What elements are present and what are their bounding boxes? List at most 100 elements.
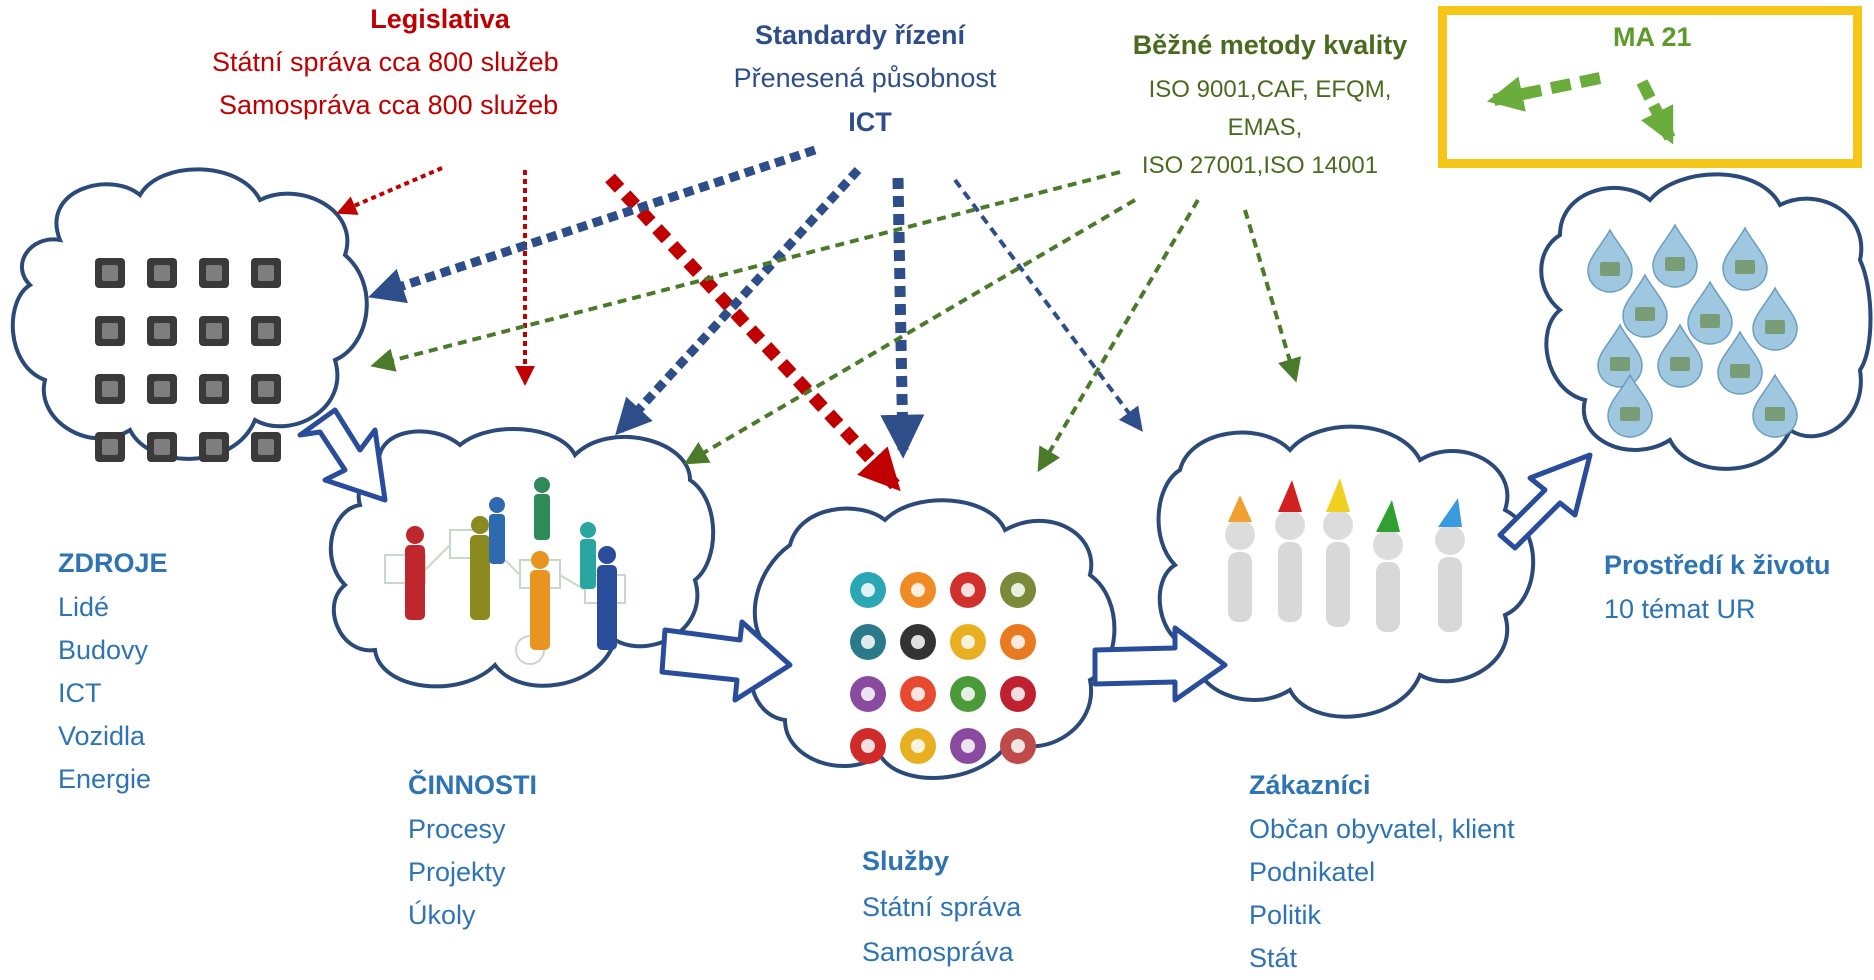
wind-turbine-icon	[850, 676, 886, 712]
zdroje-item: Budovy	[58, 635, 149, 665]
flow-arrows	[297, 407, 1593, 703]
bus-icon	[950, 572, 986, 608]
presentation-icon	[147, 432, 177, 462]
lightbulb-icon	[900, 572, 936, 608]
cinnosti-item: Procesy	[408, 814, 506, 844]
sluzby-title: Služby	[862, 846, 950, 876]
cinnosti-title: ČINNOSTI	[408, 770, 538, 800]
sluzby-item: Samospráva	[862, 937, 1014, 967]
city-drop-icon	[1587, 228, 1633, 293]
zdroje-item: Energie	[58, 764, 152, 794]
manager-icon	[147, 258, 177, 288]
map-drop-icon	[1597, 323, 1643, 388]
growth-chart-icon	[251, 374, 281, 404]
kvalita-arrows	[370, 170, 1302, 473]
standardy-arrows	[368, 145, 1143, 459]
kvalita-line1: ISO 9001,CAF, EFQM,	[1148, 76, 1392, 103]
zakaznici-item: Stát	[1249, 943, 1298, 973]
water-drop-icon	[1622, 273, 1668, 338]
gears-icon	[199, 316, 229, 346]
sluzby-icon-grid	[850, 572, 1036, 764]
kvalita-line3: ISO 27001,ISO 14001	[1141, 152, 1379, 179]
transport-drop-icon	[1607, 373, 1653, 438]
zakaznici-item: Politik	[1249, 900, 1322, 930]
road-drop-icon	[1657, 323, 1703, 388]
hydrant-icon	[1000, 728, 1036, 764]
dancer-4-icon	[1373, 500, 1403, 632]
cloud-zdroje	[10, 167, 369, 461]
dancer-2-icon	[1275, 480, 1305, 622]
ambulance-icon	[850, 728, 886, 764]
fire-icon	[900, 676, 936, 712]
person-blue-icon	[489, 497, 505, 564]
train-icon	[1000, 572, 1036, 608]
flow-arrow-zdroje-cinnosti	[297, 407, 388, 503]
water-tap-icon	[850, 572, 886, 608]
kvalita-line2: EMAS,	[1227, 114, 1303, 141]
zakaznici-dancers-illustration	[1225, 478, 1465, 632]
cinnosti-people-illustration	[384, 477, 626, 665]
flow-arrow-cinnosti-sluzby	[659, 619, 793, 703]
ma21-arrows	[1486, 72, 1676, 145]
chart-monitor-icon	[95, 316, 125, 346]
person-navy-icon	[597, 546, 617, 650]
person-green-icon	[534, 477, 550, 540]
house-drop-icon	[1722, 226, 1768, 291]
tap-drop-icon	[1752, 373, 1798, 438]
zdroje-item: Lidé	[58, 592, 110, 622]
zakaznici-item: Občan obyvatel, klient	[1249, 814, 1515, 844]
zdroje-item: Vozidla	[58, 721, 146, 751]
binoculars-icon	[251, 316, 281, 346]
person-orange-icon	[530, 551, 550, 650]
person-teal-icon	[580, 522, 596, 589]
coins-icon	[199, 374, 229, 404]
power-tower-icon	[950, 624, 986, 660]
recycle-icon	[950, 676, 986, 712]
nature-drop-icon	[1652, 223, 1698, 288]
sluzby-item: Státní správa	[862, 892, 1022, 922]
phone-icon	[1000, 676, 1036, 712]
industry-drop-icon	[1717, 330, 1763, 395]
person-olive-icon	[470, 516, 490, 620]
cinnosti-item: Úkoly	[408, 900, 476, 930]
dancer-5-icon	[1435, 498, 1465, 632]
handshake-icon	[147, 316, 177, 346]
ma21-box	[1438, 6, 1862, 168]
prostredi-title: Prostředí k životu	[1604, 550, 1831, 580]
prostredi-item: 10 témat UR	[1604, 594, 1756, 624]
electricity-icon	[900, 728, 936, 764]
flow-arrow-zakaznici-prostredi	[1497, 452, 1593, 551]
prostredi-drop-grid	[1587, 223, 1798, 438]
meeting-icon	[147, 374, 177, 404]
ma21-title: MA 21	[1613, 22, 1692, 52]
legislativa-line2: Samospráva cca 800 služeb	[219, 90, 559, 120]
zdroje-icon-grid	[95, 258, 281, 462]
ship-icon	[850, 624, 886, 660]
cloud-cinnosti	[328, 427, 716, 689]
cinnosti-item: Projekty	[408, 857, 506, 887]
person-red-icon	[405, 526, 425, 620]
zakaznici-title: Zákazníci	[1249, 770, 1371, 800]
legislativa-title: Legislativa	[370, 4, 510, 34]
pen-icon	[95, 432, 125, 462]
road-icon	[900, 624, 936, 660]
legislativa-arrows	[336, 166, 901, 492]
globe-icon	[251, 432, 281, 462]
head-gears-icon	[199, 432, 229, 462]
money-bag-icon	[95, 374, 125, 404]
zdroje-item: ICT	[58, 678, 102, 708]
garden-drop-icon	[1752, 286, 1798, 351]
kvalita-title: Běžné metody kvality	[1132, 30, 1408, 60]
flow-arrow-sluzby-zakaznici	[1092, 625, 1228, 703]
standardy-line2: ICT	[848, 107, 892, 137]
people-icon	[95, 258, 125, 288]
zakaznici-item: Podnikatel	[1249, 857, 1376, 887]
legislativa-line1: Státní správa cca 800 služeb	[212, 47, 559, 77]
zdroje-title: ZDROJE	[58, 548, 168, 578]
restroom-icon	[1000, 624, 1036, 660]
dancer-3-icon	[1323, 478, 1353, 627]
dancer-1-icon	[1225, 495, 1255, 622]
standardy-title: Standardy řízení	[754, 20, 966, 50]
